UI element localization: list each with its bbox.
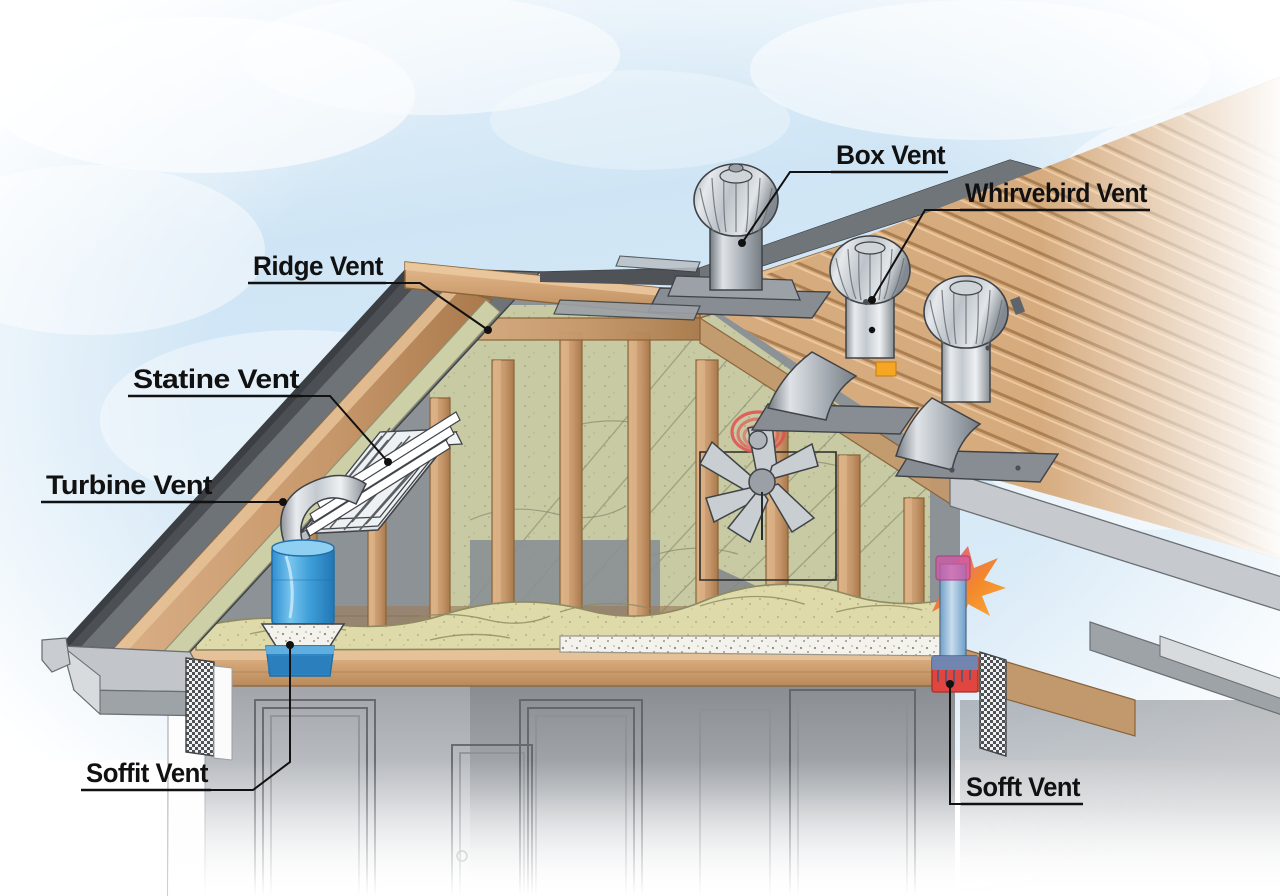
leader-dot-ridge-vent [484,326,492,334]
roof-left-slope [41,266,542,761]
attic-fan [698,410,837,581]
leader-dot-sofft-vent [946,680,954,688]
label-text-box-vent: Box Vent [836,140,945,170]
label-text-statine-vent: Statine Vent [133,364,300,394]
label-text-whirvebird-vent: Whirvebird Vent [965,178,1147,208]
leader-dot-turbine-vent [279,498,287,506]
blue-duct [260,474,367,677]
house-wall [167,660,1280,896]
heat-burst-icon [932,546,1006,624]
leader-line-box-vent [741,171,831,244]
ridge-flashing [553,255,701,321]
label-soffit-vent: Soffit Vent [81,641,294,792]
label-statine-vent: Statine Vent [128,364,392,466]
leader-line-statine-vent [302,395,389,463]
leader-line-ridge-vent [386,282,489,331]
label-ridge-vent: Ridge Vent [248,251,492,334]
label-sofft-vent: Sofft Vent [946,680,1083,806]
attic-studs [299,332,925,640]
leader-line-sofft-vent [949,684,961,805]
turbine-dome-1 [693,163,779,237]
leader-dot-statine-vent [384,458,392,466]
label-text-sofft-vent: Sofft Vent [966,772,1080,802]
whirlybird-vent-2 [750,235,920,435]
turbine-dome-2 [829,235,911,305]
label-turbine-vent: Turbine Vent [41,470,287,506]
leader-line-whirvebird-vent [871,209,960,301]
leader-dot-box-vent [738,239,746,247]
turbine-dome-3 [923,275,1009,349]
leader-line-soffit-vent [211,645,291,791]
whirlybird-vent-3 [894,275,1060,483]
leader-dot-whirvebird-vent [868,296,876,304]
label-box-vent: Box Vent [738,140,948,247]
label-text-ridge-vent: Ridge Vent [253,251,383,281]
soffit-vent-left [185,657,215,757]
leader-dot-soffit-vent [286,641,294,649]
vent-pipe-right [931,546,1006,693]
label-text-soffit-vent: Soffit Vent [86,758,208,788]
label-text-turbine-vent: Turbine Vent [46,470,213,500]
label-whirvebird-vent: Whirvebird Vent [868,178,1150,304]
roof-right-eave [949,471,1280,757]
